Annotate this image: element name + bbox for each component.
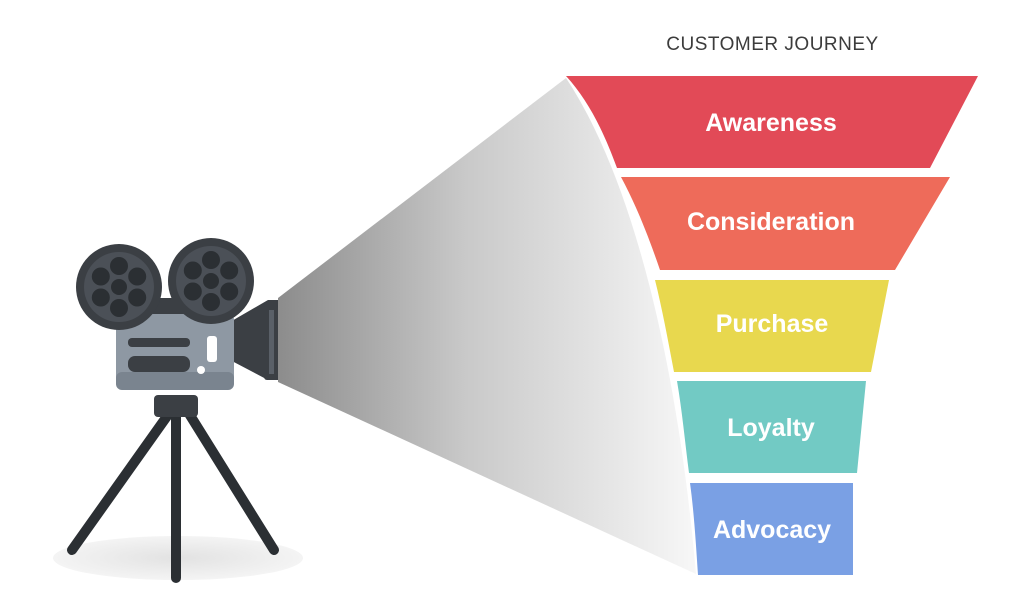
reel-hole [202, 251, 220, 269]
funnel-stage-loyalty: Loyalty [677, 381, 866, 473]
reel-hole [110, 299, 128, 317]
funnel-stage-advocacy: Advocacy [690, 483, 853, 575]
funnel-stage-label: Advocacy [713, 516, 831, 544]
funnel-stage-label: Purchase [716, 310, 829, 338]
funnel-stage-label: Awareness [705, 109, 837, 137]
funnel-stage-label: Consideration [687, 208, 855, 236]
funnel-stage-purchase: Purchase [655, 280, 889, 372]
funnel-stage-consideration: Consideration [621, 177, 950, 270]
reel-hole [91, 267, 110, 286]
reel-hole [128, 267, 147, 286]
reel-hole [91, 288, 110, 307]
funnel-stage-label: Loyalty [727, 414, 815, 442]
film-camera-icon [116, 298, 234, 390]
diagram-title: CUSTOMER JOURNEY [666, 34, 879, 55]
reel-hole [128, 288, 147, 307]
funnel-stage-awareness: Awareness [566, 76, 978, 168]
reel-hole [183, 282, 202, 301]
camera-lens-icon [230, 300, 278, 380]
reel-hole [220, 261, 239, 280]
projector-light-beam [278, 78, 696, 574]
reel-hole [110, 257, 128, 275]
customer-journey-funnel: Awareness Consideration Purchase Loyalty… [566, 76, 978, 575]
tripod-icon [67, 395, 279, 583]
film-reel-right-icon [168, 238, 254, 324]
reel-hole [183, 261, 202, 280]
film-reel-left-icon [76, 244, 162, 330]
reel-hole [220, 282, 239, 301]
reel-hole [202, 293, 220, 311]
